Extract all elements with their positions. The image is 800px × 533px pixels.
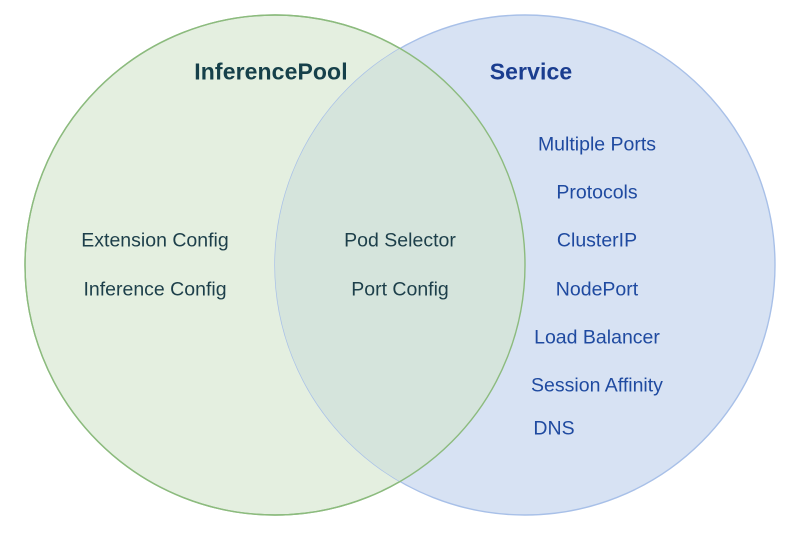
intersection-item-port-config: Port Config (351, 278, 449, 301)
service-item-dns: DNS (533, 417, 575, 440)
circle-inference-pool-outline (24, 14, 526, 516)
inference-pool-item-extension-config: Extension Config (81, 229, 229, 252)
service-item-clusterip: ClusterIP (556, 229, 638, 252)
service-item-session-affinity: Session Affinity (531, 374, 663, 397)
set-title-service: Service (489, 58, 573, 85)
service-item-protocols: Protocols (556, 181, 638, 204)
inference-pool-item-inference-config: Inference Config (83, 278, 227, 301)
circle-intersection (275, 15, 525, 515)
intersection-item-pod-selector: Pod Selector (344, 229, 456, 252)
service-item-load-balancer: Load Balancer (534, 326, 660, 349)
service-item-nodeport: NodePort (555, 278, 639, 301)
set-title-inference-pool: InferencePool (194, 58, 348, 85)
service-item-multiple-ports: Multiple Ports (537, 133, 657, 156)
